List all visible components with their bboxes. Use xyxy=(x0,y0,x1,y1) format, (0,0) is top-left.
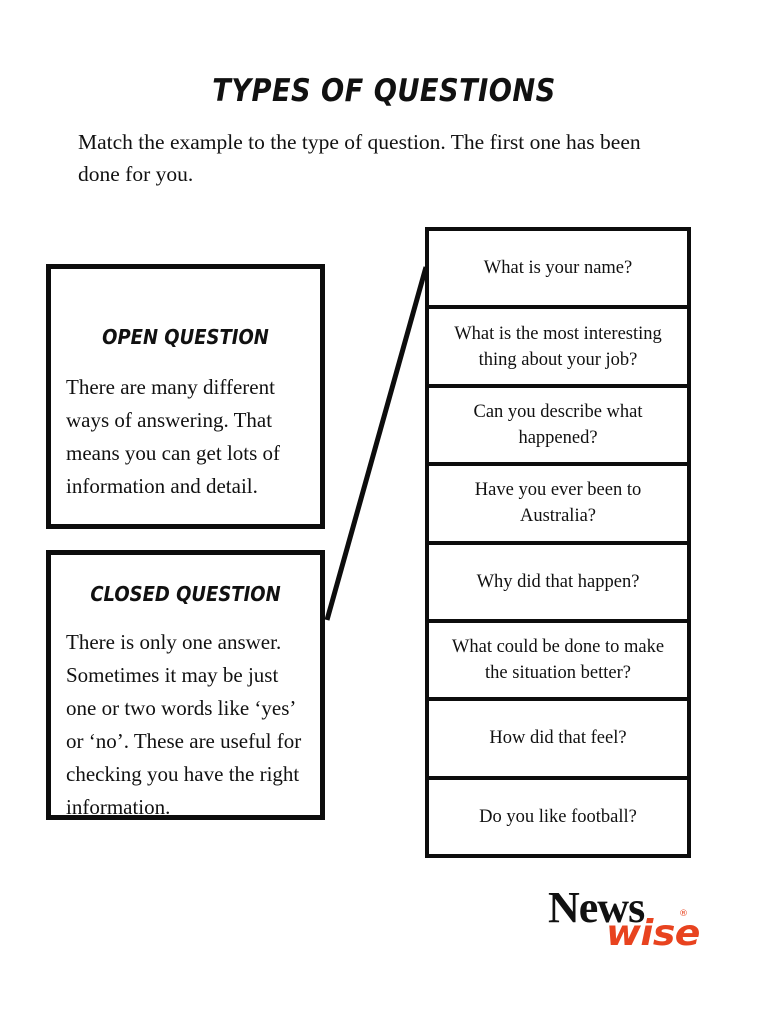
question-cell[interactable]: Why did that happen? xyxy=(429,545,687,623)
registered-trademark-icon: ® xyxy=(679,909,688,919)
logo-wise-text: wise xyxy=(606,913,700,954)
instruction-text: Match the example to the type of questio… xyxy=(78,130,641,186)
question-cell[interactable]: What is the most interesting thing about… xyxy=(429,309,687,388)
open-question-box: OPEN QUESTION There are many different w… xyxy=(46,264,325,529)
closed-question-box: CLOSED QUESTION There is only one answer… xyxy=(46,550,325,820)
newswise-logo: News wise ® xyxy=(548,883,700,958)
question-cell[interactable]: What is your name? xyxy=(429,231,687,310)
match-line-stroke xyxy=(324,266,429,621)
question-cell[interactable]: Do you like football? xyxy=(479,806,637,827)
closed-question-body: There is only one answer. Sometimes it m… xyxy=(66,630,302,819)
closed-question-heading: CLOSED QUESTION xyxy=(90,582,281,606)
question-cell[interactable]: What could be done to make the situation… xyxy=(429,623,687,702)
open-question-heading: OPEN QUESTION xyxy=(102,325,269,349)
page-title: TYPES OF QUESTIONS xyxy=(212,73,556,109)
open-question-body: There are many different ways of answeri… xyxy=(66,375,281,498)
question-examples-list: What is your name? What is the most inte… xyxy=(425,227,691,858)
logo-news-text: News xyxy=(548,883,645,932)
question-cell[interactable]: Have you ever been to Australia? xyxy=(429,466,687,545)
question-cell[interactable]: How did that feel? xyxy=(429,701,687,780)
question-cell[interactable]: Can you describe what happened? xyxy=(429,388,687,467)
